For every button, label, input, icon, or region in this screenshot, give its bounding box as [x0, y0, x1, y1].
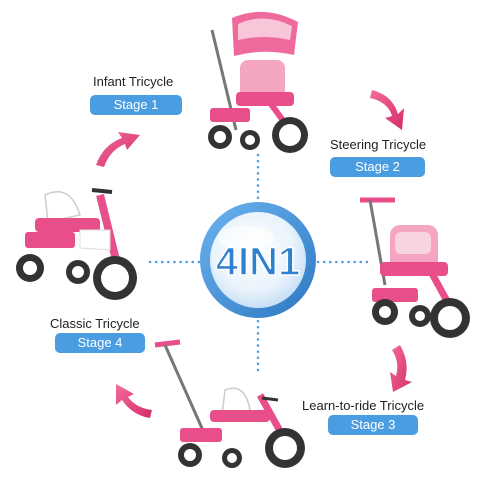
- center-label: 4IN1: [216, 240, 301, 284]
- stage-3-title: Learn-to-ride Tricycle: [302, 398, 425, 413]
- stage-4-badge: Stage 4: [55, 333, 145, 353]
- curved-arrow-icon: [370, 90, 404, 130]
- tricycle-illustration: [208, 11, 308, 153]
- tricycle-illustration: [154, 339, 305, 468]
- stage-2-title: Steering Tricycle: [330, 137, 427, 152]
- curved-arrow-icon: [116, 384, 152, 418]
- tricycle-illustration: [360, 197, 470, 338]
- stage-1-title: Infant Tricycle: [93, 74, 174, 89]
- stage-3-badge: Stage 3: [328, 415, 418, 435]
- tricycle-illustration: [16, 188, 137, 300]
- center-badge: 4IN1: [200, 202, 316, 318]
- stage-1-badge: Stage 1: [90, 95, 182, 115]
- curved-arrow-icon: [390, 345, 412, 392]
- dotted-divider: [148, 153, 370, 372]
- stage-4-title: Classic Tricycle: [50, 316, 140, 331]
- stage-2-badge: Stage 2: [330, 157, 425, 177]
- curved-arrow-icon: [96, 132, 140, 167]
